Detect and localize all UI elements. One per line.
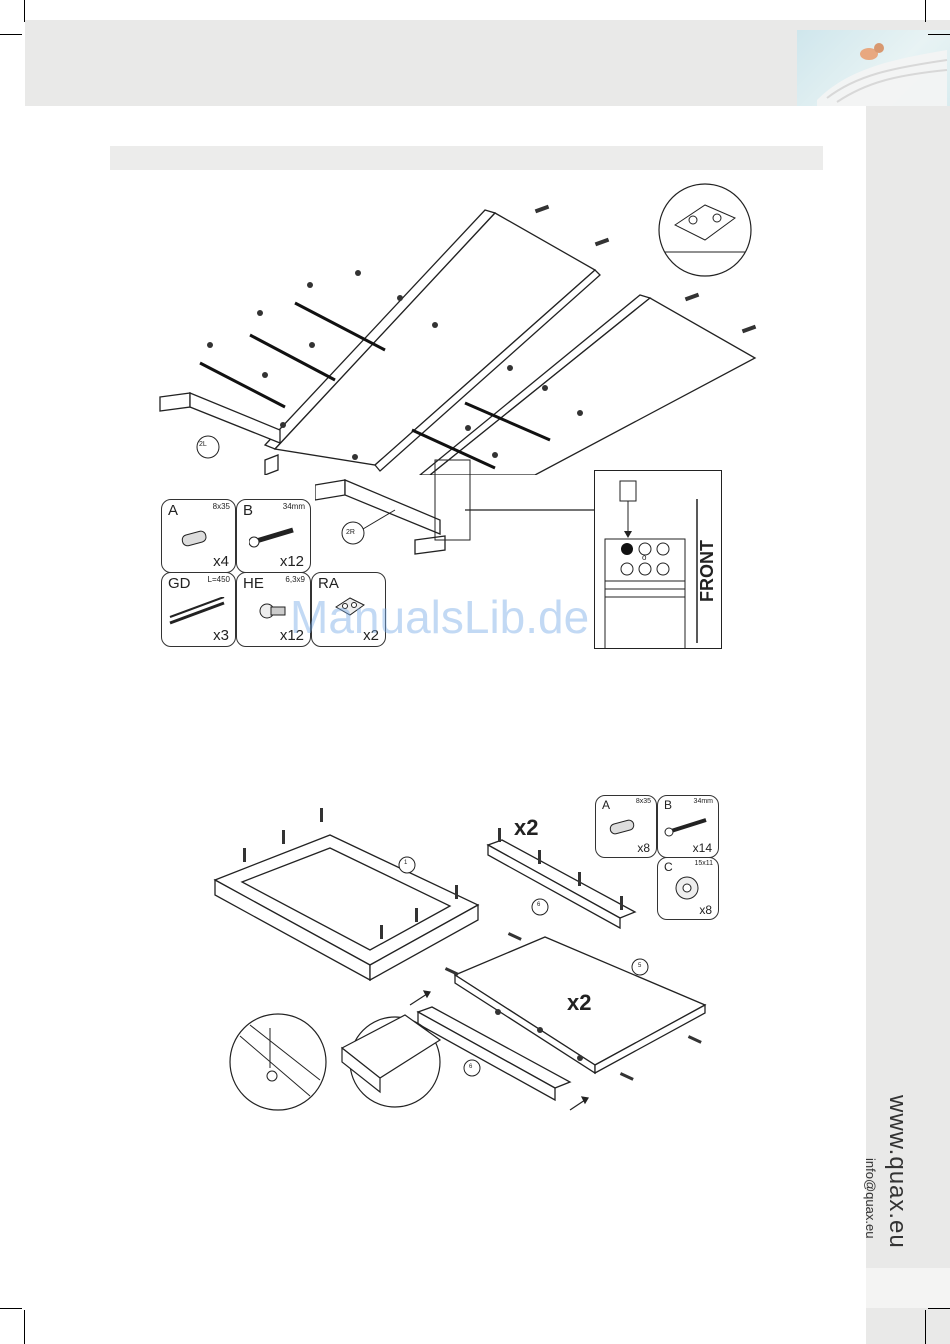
- crop-mark: [925, 0, 926, 22]
- crop-mark: [928, 1308, 950, 1309]
- callout-6-bottom: 6: [469, 1064, 472, 1070]
- quantity-multiplier-panel: x2: [567, 990, 591, 1016]
- part-qty: x8: [637, 841, 650, 855]
- part-box-b: B 34mm x12: [236, 499, 311, 573]
- part-code: C: [664, 860, 673, 874]
- callout-5: 5: [638, 963, 641, 969]
- part-code: A: [602, 798, 610, 812]
- cam-bolt-icon: [664, 814, 712, 838]
- quantity-multiplier-top: x2: [514, 815, 538, 841]
- zoom-detail-circle: [655, 180, 755, 280]
- part-qty: x12: [280, 553, 304, 570]
- crop-mark: [0, 1308, 22, 1309]
- brand-logo: [797, 30, 950, 106]
- part-qty: x8: [699, 903, 712, 917]
- part-box-c-step2: C 15x11 x8: [657, 857, 719, 920]
- cam-bolt-icon: [249, 522, 299, 550]
- part-size: 8x35: [213, 502, 230, 511]
- part-code: B: [243, 502, 253, 519]
- step1-right-rails: [315, 440, 475, 570]
- dowel-icon: [608, 818, 638, 838]
- panel-callout-2r: 2R: [346, 529, 355, 536]
- drawer-guide-icon: [168, 597, 228, 627]
- part-size: 6,3x9: [285, 575, 305, 584]
- crop-mark: [24, 1310, 25, 1344]
- crop-mark: [928, 34, 950, 35]
- screw-icon: [259, 599, 287, 621]
- part-code: GD: [168, 575, 191, 592]
- detail-leader-line: [465, 505, 595, 515]
- section-title-bar: [110, 146, 823, 170]
- part-box-a: A 8x35 x4: [161, 499, 236, 573]
- part-code: B: [664, 798, 672, 812]
- part-box-gd: GD L=450 x3: [161, 572, 236, 647]
- part-qty: x4: [213, 553, 229, 570]
- website-url: www.quax.eu: [883, 1095, 911, 1249]
- cam-lock-icon: [672, 874, 702, 902]
- crop-mark: [925, 1310, 926, 1344]
- side-strip-bottom: [866, 1268, 950, 1308]
- part-qty: x14: [693, 841, 712, 855]
- part-code: HE: [243, 575, 264, 592]
- crop-mark: [24, 0, 25, 22]
- panel-callout-2l: 2L: [199, 441, 207, 448]
- part-size: 8x35: [636, 798, 651, 805]
- crop-mark: [0, 34, 22, 35]
- detail-hole-mark: o: [642, 553, 646, 562]
- contact-email: info@quax.eu: [863, 1158, 878, 1238]
- callout-1: 1: [404, 860, 407, 866]
- part-code: A: [168, 502, 178, 519]
- dowel-icon: [180, 528, 210, 550]
- part-qty: x3: [213, 627, 229, 644]
- part-size: L=450: [208, 575, 230, 584]
- front-label: FRONT: [697, 540, 718, 602]
- watermark: ManualsLib.de: [290, 590, 589, 644]
- part-size: 34mm: [694, 798, 713, 805]
- part-box-a-step2: A 8x35 x8: [595, 795, 657, 858]
- callout-6-top: 6: [537, 902, 540, 908]
- part-box-b-step2: B 34mm x14: [657, 795, 719, 858]
- part-size: 34mm: [283, 502, 305, 511]
- part-size: 15x11: [694, 860, 713, 867]
